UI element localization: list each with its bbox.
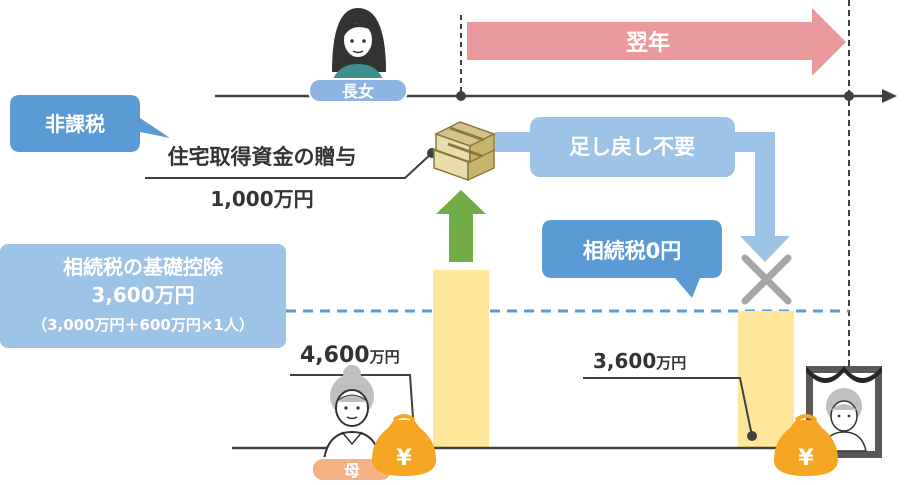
basic-deduction-title: 相続税の基礎控除 — [63, 255, 224, 279]
estate-after-dot — [747, 431, 757, 441]
timeline-point-gift — [456, 91, 466, 101]
tax-exempt-label: 非課税 — [45, 112, 105, 136]
estate-after-label: 3,600万円 — [593, 349, 686, 373]
estate-before-leader — [290, 374, 415, 433]
mother-name-tag: 母 — [311, 457, 393, 482]
inheritance-tax-callout: 相続税0円 — [542, 220, 722, 298]
inheritance-tax-label: 相続税0円 — [583, 239, 682, 263]
basic-deduction-box: 相続税の基礎控除 3,600万円 （3,000万円＋600万円×1人） — [0, 244, 286, 348]
basic-deduction-amount: 3,600万円 — [91, 283, 194, 307]
green-up-arrow — [436, 190, 486, 262]
no-addback-label: 足し戻し不要 — [569, 135, 695, 159]
cash-stack-icon — [432, 121, 496, 182]
money-bag-yen: ¥ — [396, 446, 412, 471]
estate-after-number: 3,600 — [593, 349, 656, 373]
eldest-daughter-label: 長女 — [342, 82, 374, 101]
money-bag-yen: ¥ — [798, 446, 814, 471]
gift-title: 住宅取得資金の贈与 — [168, 145, 357, 169]
estate-bar-after — [738, 311, 794, 448]
no-addback-flow-arrow: 足し戻し不要 — [495, 117, 790, 262]
gift-leader-line — [145, 152, 433, 179]
next-year-arrow: 翌年 — [467, 8, 846, 76]
estate-before-unit: 万円 — [369, 348, 400, 366]
basic-deduction-formula: （3,000万円＋600万円×1人） — [32, 316, 254, 334]
gift-amount: 1,000万円 — [210, 187, 313, 211]
estate-before-number: 4,600 — [300, 343, 370, 368]
money-bag-icon: ¥ — [774, 414, 838, 476]
estate-before-label: 4,600万円 — [300, 343, 400, 368]
mother-label: 母 — [344, 461, 360, 480]
woman-avatar-icon — [330, 8, 386, 90]
eldest-daughter-name-tag: 長女 — [308, 78, 408, 103]
estate-after-leader — [583, 377, 753, 437]
elderly-woman-avatar-icon — [322, 365, 382, 461]
estate-bar-before — [433, 270, 489, 448]
next-year-label: 翌年 — [626, 30, 670, 56]
tax-exempt-callout: 非課税 — [10, 95, 170, 152]
timeline-arrowhead — [882, 89, 897, 103]
estate-after-unit: 万円 — [655, 354, 686, 372]
money-bag-icon: ¥ — [372, 414, 436, 476]
cross-mark-icon — [741, 254, 792, 305]
